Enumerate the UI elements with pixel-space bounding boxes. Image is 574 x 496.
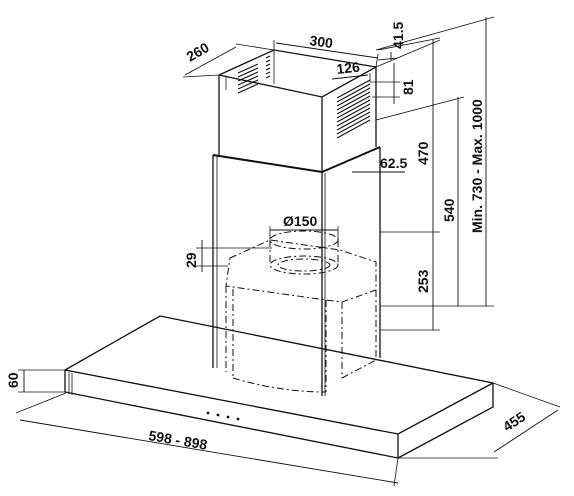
upper-chimney-height-label: 540 xyxy=(441,198,457,222)
control-buttons xyxy=(206,411,240,421)
canopy-width-label: 598 - 898 xyxy=(148,427,209,453)
collar-height-label: 29 xyxy=(183,252,199,268)
chimney-width-label: 300 xyxy=(309,32,335,51)
control-button[interactable] xyxy=(236,417,240,421)
chimney-depth-label: 260 xyxy=(184,39,212,65)
lower-chimney-height-label: 470 xyxy=(415,141,431,165)
dimension-labels: 260 300 41.5 126 81 470 62.5 Ø150 29 540… xyxy=(5,22,528,453)
grille-right xyxy=(336,79,371,139)
motor-height-label: 253 xyxy=(415,269,431,293)
control-button[interactable] xyxy=(226,415,230,419)
control-button[interactable] xyxy=(216,413,220,417)
canopy xyxy=(63,315,495,459)
top-offset-label: 41.5 xyxy=(390,22,406,49)
duct-diameter-label: Ø150 xyxy=(283,213,317,229)
chimney-setback-label: 62.5 xyxy=(380,155,407,171)
grille-width-label: 126 xyxy=(336,59,361,77)
canopy-height-label: 60 xyxy=(5,372,21,388)
grille-height-label: 81 xyxy=(400,79,416,95)
total-height-label: Min. 730 - Max. 1000 xyxy=(469,99,485,233)
lower-chimney xyxy=(212,146,381,396)
motor-housing-hidden xyxy=(225,239,377,393)
dimension-lines xyxy=(15,16,561,487)
duct-collar xyxy=(269,230,339,275)
control-button[interactable] xyxy=(206,411,210,415)
grille-left xyxy=(237,55,271,94)
canopy-depth-label: 455 xyxy=(500,408,528,434)
